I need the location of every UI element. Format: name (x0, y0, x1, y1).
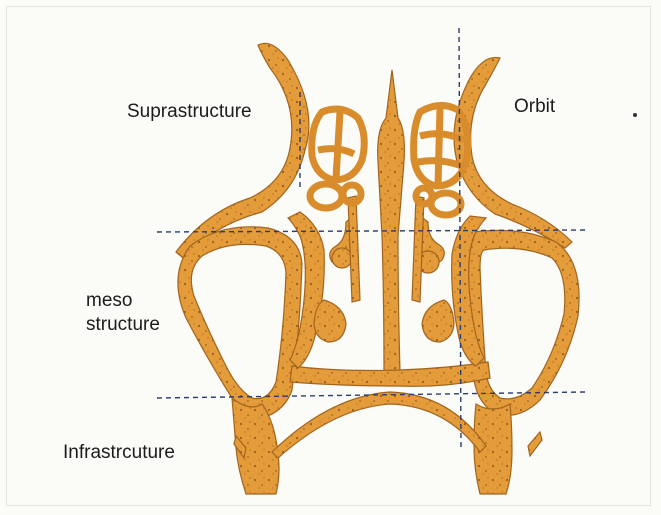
label-meso-line1: meso (86, 289, 160, 313)
left-orbital-wall (176, 43, 309, 258)
palate-arch (272, 392, 486, 458)
label-suprastructure: Suprastructure (127, 100, 252, 124)
right-maxillary-sinus-wall (466, 230, 579, 415)
left-ethmoid-cells (310, 109, 364, 208)
label-meso-line2: structure (86, 313, 160, 337)
right-alveolar-spur (528, 432, 542, 456)
left-inferior-turbinate (314, 300, 346, 342)
left-turbinate-stem (348, 196, 360, 302)
left-turbinate-bulb (332, 248, 352, 268)
nasal-septum (378, 70, 405, 372)
label-infrastructure: Infrastrcuture (63, 441, 175, 465)
label-orbit: Orbit (514, 95, 555, 119)
label-mesostructure: meso structure (86, 289, 160, 337)
left-maxillary-sinus-wall (178, 227, 302, 417)
right-turbinate-stem (412, 196, 424, 302)
stray-dot (633, 113, 637, 117)
right-inferior-turbinate (422, 300, 454, 342)
